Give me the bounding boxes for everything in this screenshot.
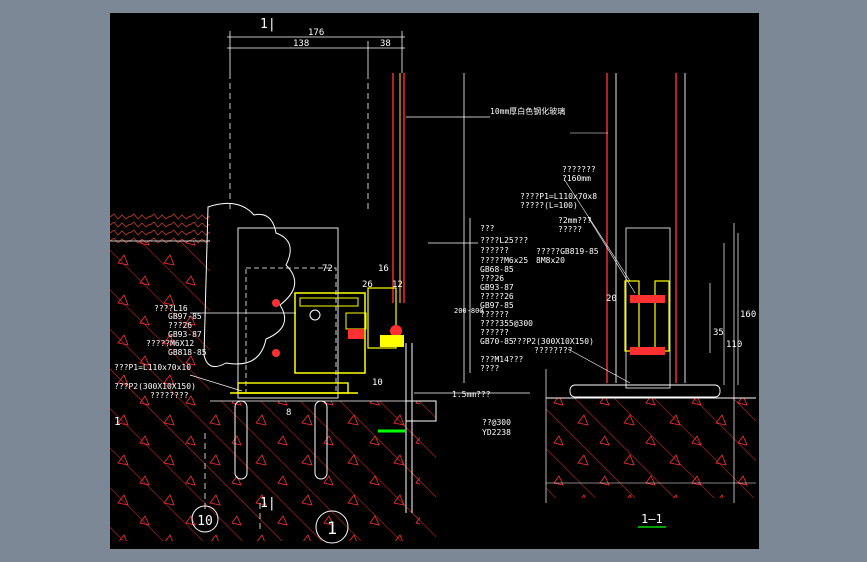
right-label-7: ?????GB819-85: [536, 247, 599, 256]
dim-12: 12: [392, 280, 403, 290]
side-number: 1: [114, 415, 121, 428]
center-label-4: ?????M6x25: [480, 256, 528, 265]
center-label-18: YD2238: [482, 428, 511, 437]
left-label-6: GB818-85: [168, 348, 207, 357]
section-mark-top: 1|: [260, 17, 276, 32]
dim-20: 20: [606, 294, 617, 304]
detail-label: 1: [327, 519, 337, 539]
section-mark-bottom: 1|: [260, 496, 276, 511]
main-detail: [110, 31, 530, 541]
dim-16: 16: [378, 264, 389, 274]
center-label-1: ???: [480, 224, 495, 233]
axis-bubble: 10: [191, 505, 219, 533]
dim-vert-left: 200-800: [454, 307, 484, 315]
left-label-7: ???P1=L110x70x10: [114, 363, 191, 372]
left-label-9: ????????: [150, 391, 189, 400]
right-label-4: ?????(L=100): [520, 201, 578, 210]
left-topsoil: [110, 213, 210, 243]
center-label-17: ??@300: [482, 418, 511, 427]
center-label-7: GB93-87: [480, 283, 514, 292]
right-label-8: 8M8x20: [536, 256, 565, 265]
left-label-8: ???P2(300X10X150): [114, 382, 196, 391]
left-label-3: ???26: [168, 321, 192, 330]
axis-label: 10: [197, 514, 213, 529]
right-label-2: ?160mm: [562, 174, 591, 183]
dim-total: 176: [308, 28, 324, 38]
glass-label: 10mm厚白色钢化玻璃: [490, 106, 565, 116]
center-label-11: ????355@300: [480, 319, 533, 328]
right-label-9: ???P2(300X10X150): [512, 337, 594, 346]
section-detail-drawing: 1| 1| 176 138 38 72 16 26 12 8 10 20 35 …: [110, 17, 756, 544]
center-label-8: ?????26: [480, 292, 514, 301]
center-label-16: 1.5mm???: [452, 390, 491, 399]
dim-left: 138: [293, 39, 309, 49]
left-label-1: ????L16: [154, 304, 188, 313]
dim-right: 38: [380, 39, 391, 49]
center-label-6: ???26: [480, 274, 504, 283]
section-title: 1—1: [641, 512, 663, 526]
center-label-13: GB70-85: [480, 337, 514, 346]
dim-10: 10: [372, 378, 383, 388]
dim-160: 160: [740, 310, 756, 320]
right-label-3: ????P1=L110x70x8: [520, 192, 597, 201]
dim-35: 35: [713, 328, 724, 338]
right-label-6: ?????: [558, 225, 582, 234]
dim-72: 72: [322, 264, 333, 274]
section-1-1: [545, 73, 756, 503]
dim-8: 8: [286, 408, 291, 418]
center-label-10: ??????: [480, 310, 509, 319]
center-label-2: ????L25???: [480, 236, 528, 245]
dim-110: 110: [726, 340, 742, 350]
right-label-5: ?2mm???: [558, 216, 592, 225]
section-title-group: 1—1: [638, 512, 666, 528]
center-label-5: GB68-85: [480, 265, 514, 274]
left-label-2: GB97-85: [168, 312, 202, 321]
dim-26: 26: [362, 280, 373, 290]
left-label-5: ?????M6X12: [146, 339, 194, 348]
left-label-4: GB93-87: [168, 330, 202, 339]
cad-drawing-canvas[interactable]: 1| 1| 176 138 38 72 16 26 12 8 10 20 35 …: [110, 13, 759, 549]
right-label-10: ????????: [534, 346, 573, 355]
center-label-12: ??????: [480, 328, 509, 337]
right-label-1: ???????: [562, 165, 596, 174]
center-label-3: ??????: [480, 246, 509, 255]
center-label-9: GB97-85: [480, 301, 514, 310]
center-label-14: ???M14???: [480, 355, 524, 364]
detail-bubble: 1: [315, 510, 349, 544]
center-label-15: ????: [480, 364, 499, 373]
